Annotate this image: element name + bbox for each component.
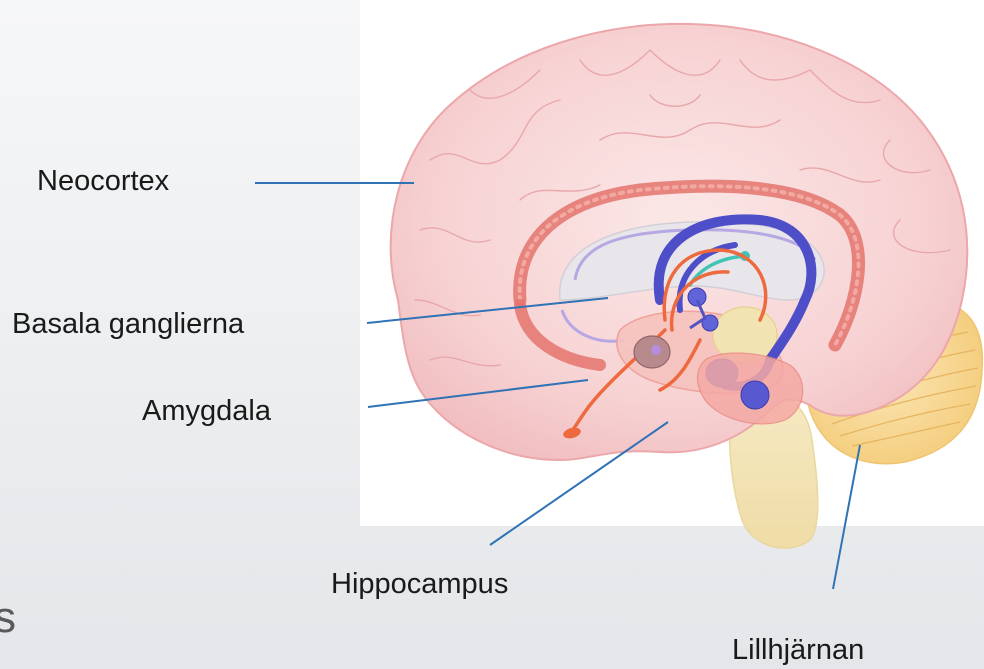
label-hippocampus: Hippocampus [331, 570, 508, 599]
partial-slide-text: s [0, 596, 16, 640]
label-basal-ganglia: Basala ganglierna [12, 310, 244, 339]
label-neocortex: Neocortex [37, 167, 169, 196]
label-amygdala: Amygdala [142, 397, 271, 426]
leader-cerebellum [833, 445, 860, 589]
label-cerebellum: Lillhjärnan [732, 636, 864, 665]
